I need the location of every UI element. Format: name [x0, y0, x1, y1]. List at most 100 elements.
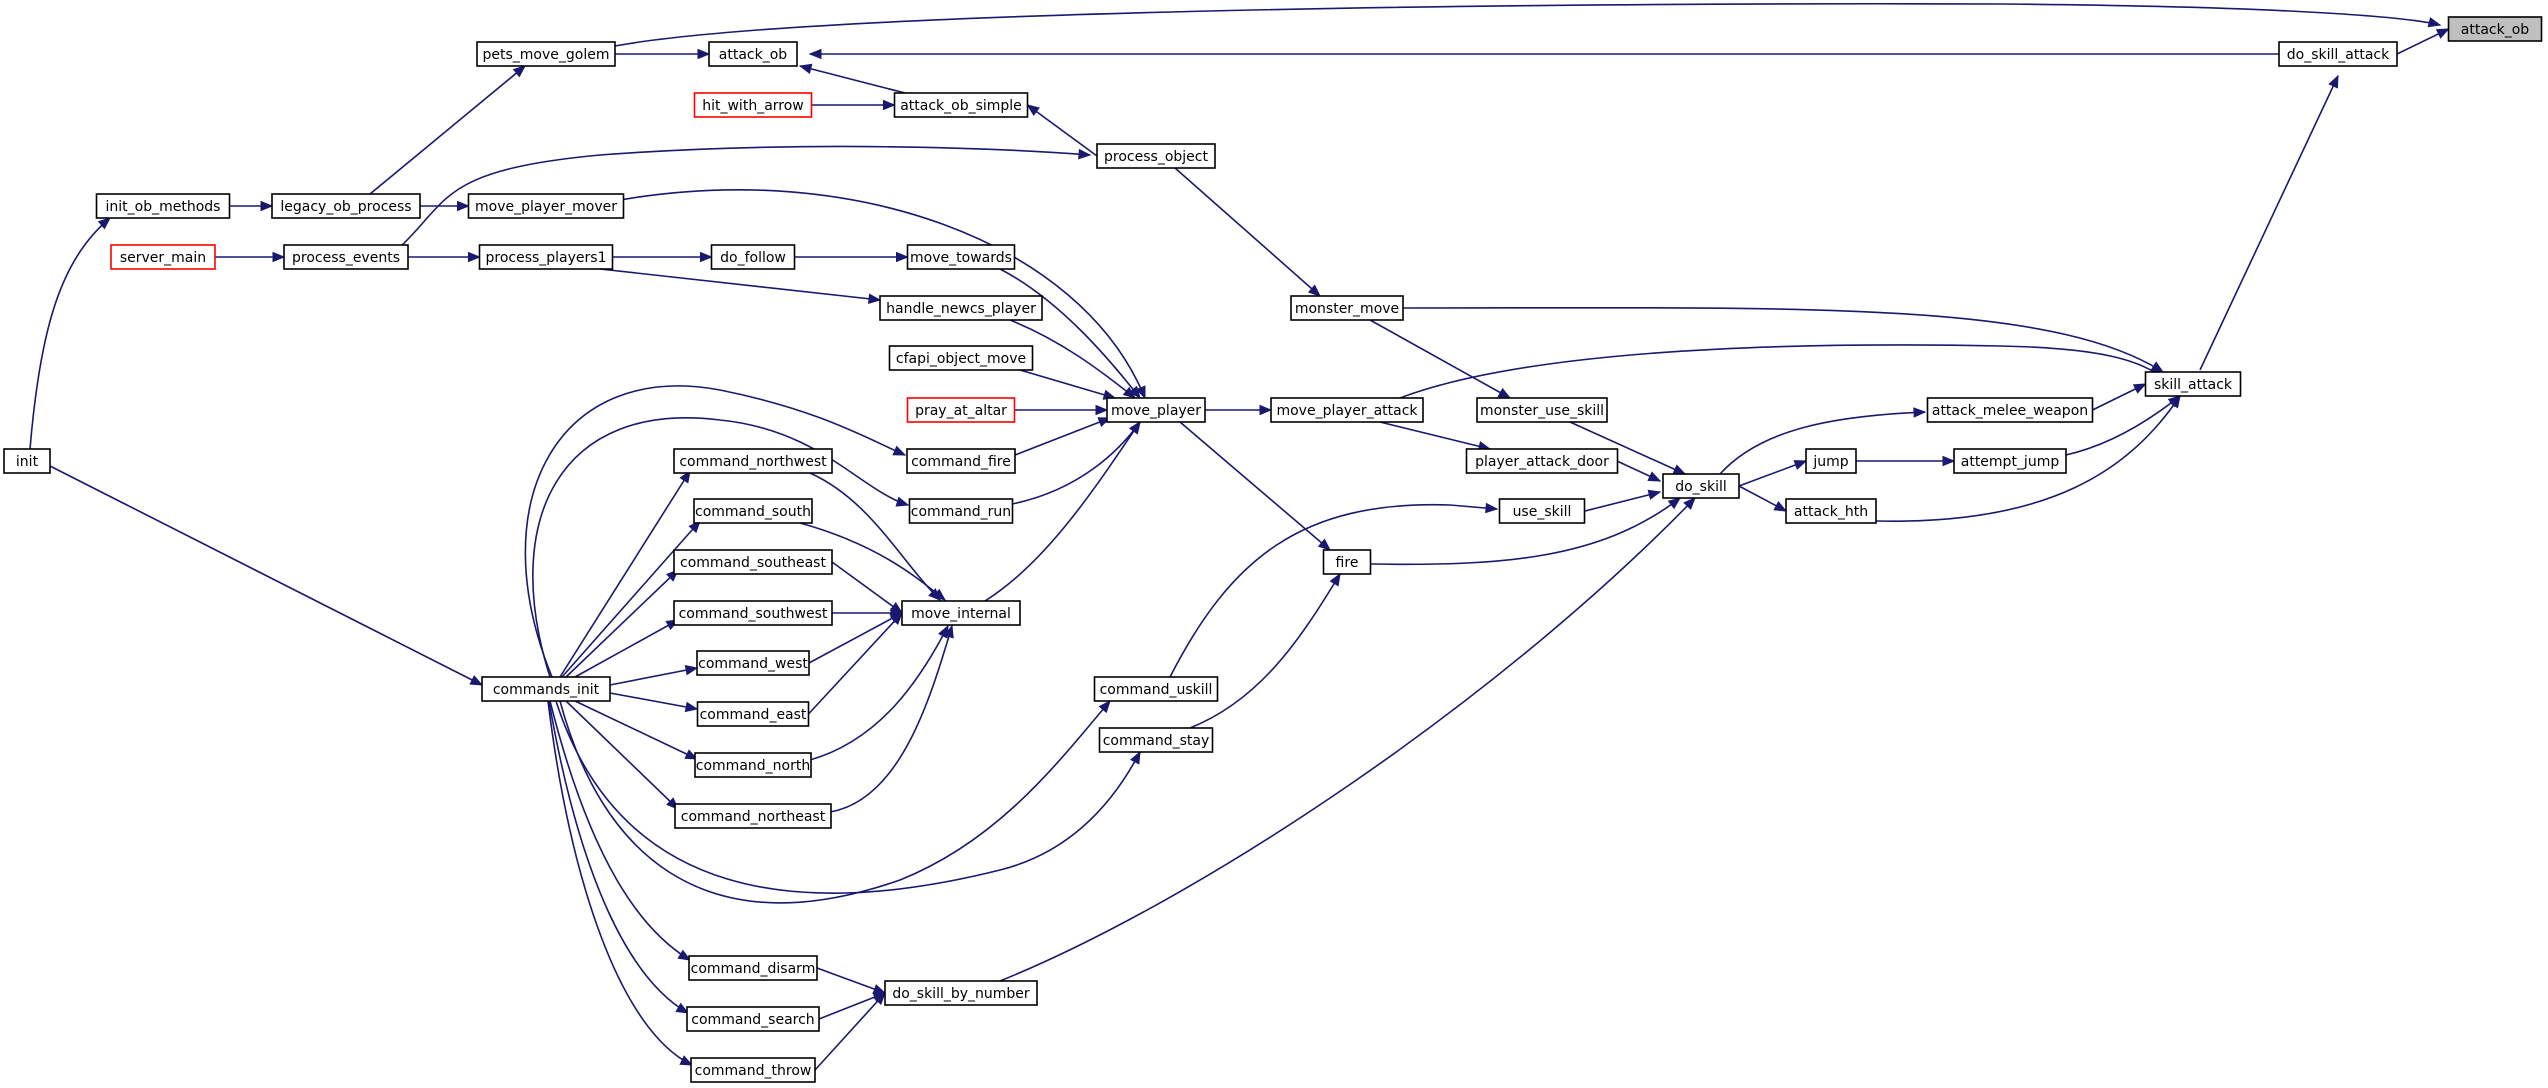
node-command-uskill[interactable]: command_uskill [1093, 676, 1219, 702]
node-box [2278, 41, 2398, 67]
node-label: command_stay [1103, 733, 1210, 749]
node-box [1805, 448, 1857, 474]
node-command-south[interactable]: command_south [693, 498, 813, 524]
node-command-southeast[interactable]: command_southeast [673, 549, 833, 575]
node-commands-init[interactable]: commands_init [481, 676, 611, 702]
node-move-towards[interactable]: move_towards [906, 244, 1016, 270]
node-pets-move-golem[interactable]: pets_move_golem [476, 41, 616, 67]
edge-process_object-to-monster_move [1174, 167, 1321, 297]
edge-command_throw-to-do_skill_by_number [814, 992, 886, 1071]
node-box [673, 448, 833, 474]
node-label: attack_ob [719, 47, 788, 63]
node-init[interactable]: init [3, 448, 51, 474]
node-box [708, 41, 798, 67]
node-do-skill-attack[interactable]: do_skill_attack [2278, 41, 2398, 67]
node-monster-move[interactable]: monster_move [1290, 295, 1404, 321]
node-do-skill-by-number[interactable]: do_skill_by_number [884, 980, 1038, 1006]
edge-arrowhead [2328, 74, 2339, 89]
node-box [673, 600, 833, 626]
edge-line [809, 625, 949, 761]
node-legacy-ob-process[interactable]: legacy_ob_process [271, 193, 421, 219]
node-init-ob-methods[interactable]: init_ob_methods [95, 193, 231, 219]
edge-pets_move_golem-to-attack_ob_root [614, 2, 2442, 47]
node-command-west[interactable]: command_west [696, 650, 810, 676]
node-process-object[interactable]: process_object [1096, 143, 1216, 169]
node-monster-use-skill[interactable]: monster_use_skill [1476, 397, 1608, 423]
node-box [893, 92, 1029, 118]
node-label: hit_with_arrow [702, 98, 804, 114]
edge-arrowhead [798, 63, 813, 74]
edge-arrowhead [943, 624, 954, 639]
node-label: init_ob_methods [106, 199, 221, 215]
node-command-southwest[interactable]: command_southwest [673, 600, 833, 626]
node-cfapi-object-move[interactable]: cfapi_object_move [888, 345, 1034, 371]
node-process-players1[interactable]: process_players1 [478, 244, 614, 270]
node-player-attack-door[interactable]: player_attack_door [1465, 448, 1619, 474]
edge-line [561, 520, 701, 678]
edge-arrowhead [97, 217, 112, 230]
edge-move_internal-to-move_player [984, 420, 1141, 602]
node-command-fire[interactable]: command_fire [906, 448, 1016, 474]
edge-line [1009, 319, 1136, 399]
node-command-throw[interactable]: command_throw [690, 1057, 816, 1083]
edge-line [559, 700, 1111, 904]
node-hit-with-arrow[interactable]: hit_with_arrow [693, 92, 813, 118]
edge-attack_hth-to-skill_attack [1875, 394, 2181, 522]
node-command-east[interactable]: command_east [696, 701, 810, 727]
node-skill-attack[interactable]: skill_attack [2144, 371, 2242, 397]
edge-line [1719, 411, 1926, 475]
edge-line [814, 992, 886, 1071]
node-command-disarm[interactable]: command_disarm [688, 955, 818, 981]
edge-line [609, 692, 698, 710]
node-handle-newcs-player[interactable]: handle_newcs_player [879, 295, 1043, 321]
node-process-events[interactable]: process_events [283, 244, 409, 270]
node-fire[interactable]: fire [1322, 549, 1372, 575]
node-command-north[interactable]: command_north [694, 752, 812, 778]
node-label: pray_at_altar [915, 403, 1007, 419]
node-server-main[interactable]: server_main [110, 244, 216, 270]
node-box [110, 244, 216, 270]
node-command-northwest[interactable]: command_northwest [673, 448, 833, 474]
edge-arrowhead [872, 984, 887, 994]
edge-handle_newcs_player-to-move_player [1009, 319, 1137, 399]
node-label: command_disarm [691, 961, 816, 977]
edge-line [799, 522, 946, 601]
node-label: command_north [696, 758, 810, 774]
edge-arrowhead [1647, 471, 1662, 482]
node-box [879, 295, 1043, 321]
node-do-follow[interactable]: do_follow [710, 244, 796, 270]
edge-move_player_mover-to-move_player [619, 189, 1146, 400]
node-box [710, 244, 796, 270]
node-box [1476, 397, 1608, 423]
node-pray-at-altar[interactable]: pray_at_altar [906, 397, 1016, 423]
node-use-skill[interactable]: use_skill [1498, 498, 1586, 524]
node-box [1093, 676, 1219, 702]
node-label: do_follow [720, 250, 786, 266]
node-jump[interactable]: jump [1805, 448, 1857, 474]
node-label: move_player_mover [475, 199, 617, 215]
edge-line [829, 625, 953, 813]
node-attempt-jump[interactable]: attempt_jump [1953, 448, 2067, 474]
node-label: command_southwest [679, 606, 828, 622]
edge-arrowhead [892, 445, 907, 456]
node-command-search[interactable]: command_search [686, 1006, 820, 1032]
node-move-internal[interactable]: move_internal [901, 600, 1021, 626]
node-do-skill[interactable]: do_skill [1662, 473, 1740, 499]
node-attack-melee-weapon[interactable]: attack_melee_weapon [1926, 397, 2094, 423]
edge-command_northeast-to-move_internal [829, 624, 954, 813]
node-move-player[interactable]: move_player [1106, 397, 1206, 423]
node-move-player-attack[interactable]: move_player_attack [1270, 397, 1424, 423]
node-command-northeast[interactable]: command_northeast [674, 803, 832, 829]
node-command-run[interactable]: command_run [908, 498, 1014, 524]
node-command-stay[interactable]: command_stay [1098, 727, 1214, 753]
edge-line [369, 65, 526, 195]
edge-process_events-to-process_players1 [408, 251, 481, 263]
node-attack-hth[interactable]: attack_hth [1785, 498, 1877, 524]
edge-line [1738, 460, 1807, 487]
node-attack-ob-root[interactable]: attack_ob [2447, 16, 2543, 42]
edge-arrowhead [1497, 387, 1512, 399]
node-attack-ob[interactable]: attack_ob [708, 41, 798, 67]
node-move-player-mover[interactable]: move_player_mover [467, 193, 625, 219]
node-attack-ob-simple[interactable]: attack_ob_simple [893, 92, 1029, 118]
node-label: monster_use_skill [1480, 403, 1604, 419]
